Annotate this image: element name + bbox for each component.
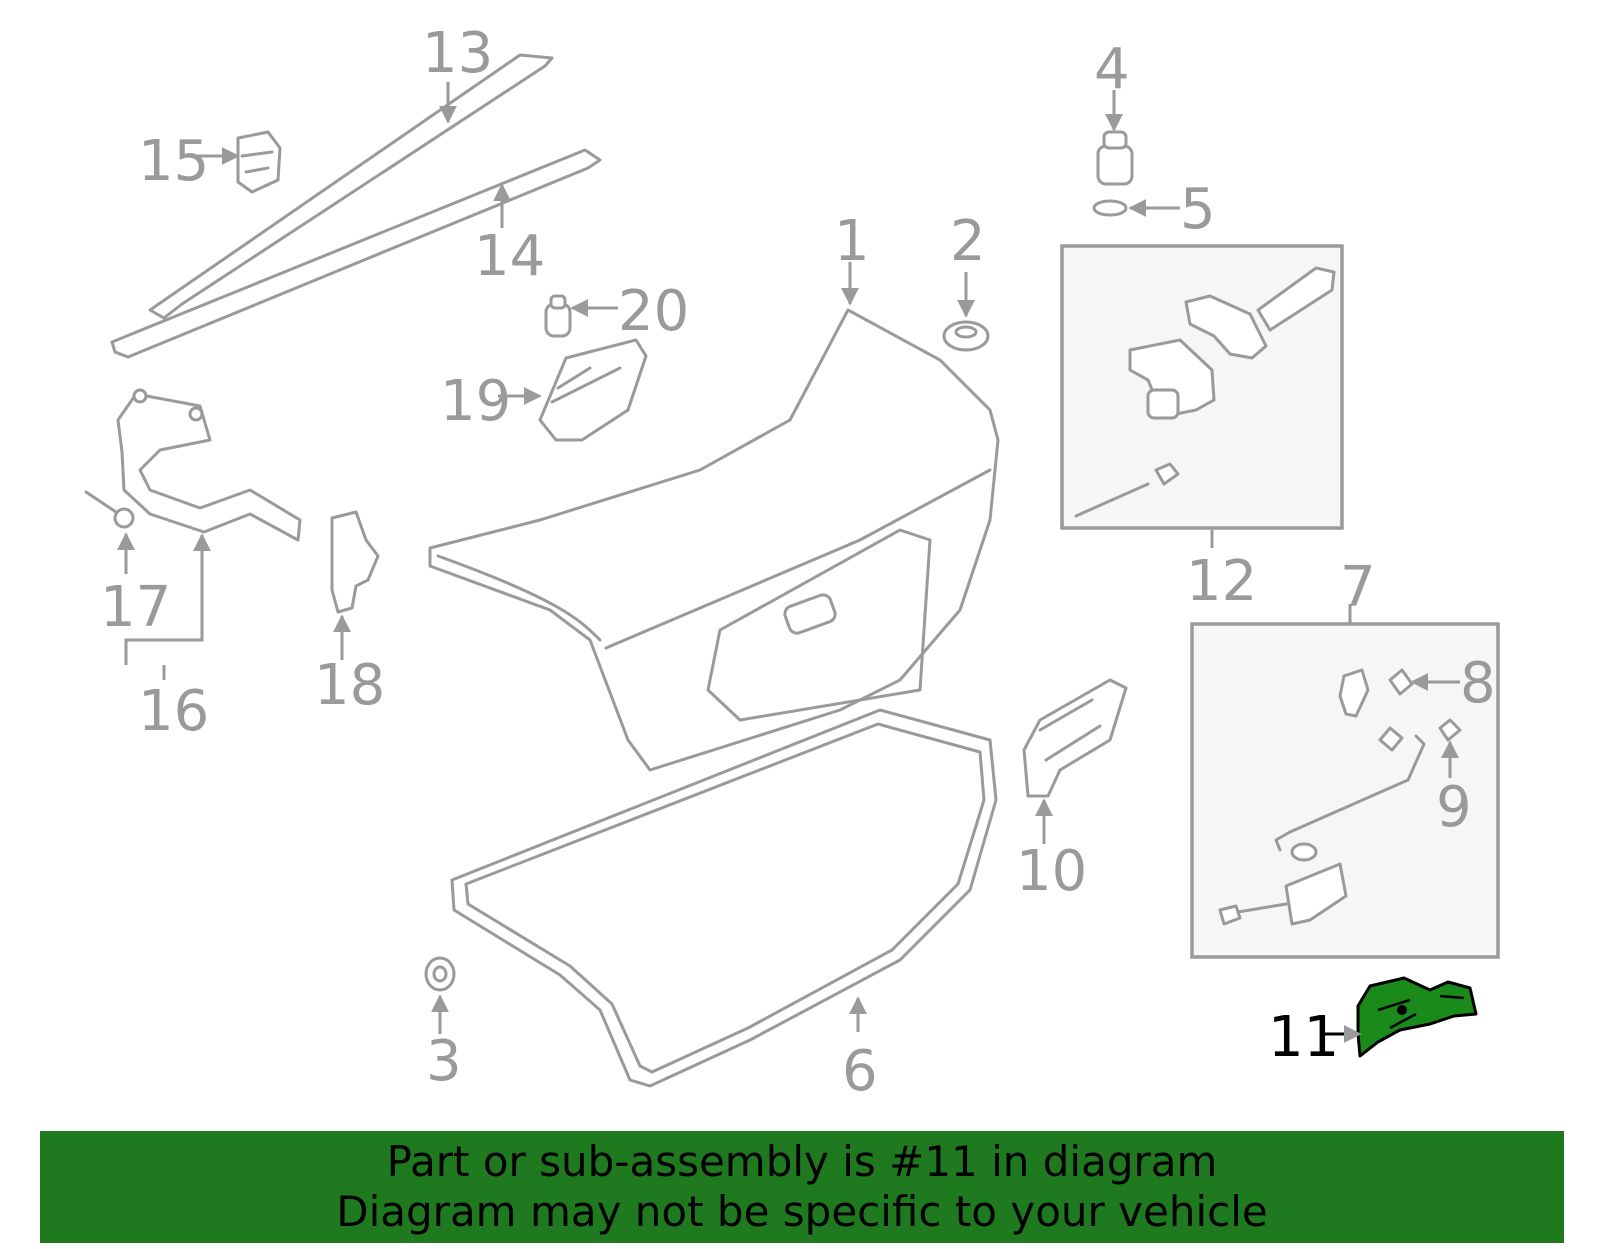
- callout-5: 5: [1180, 177, 1216, 242]
- banner-line-1: Part or sub-assembly is #11 in diagram: [386, 1137, 1218, 1186]
- part-4-cap[interactable]: [1096, 130, 1134, 186]
- callout-8: 8: [1460, 651, 1496, 716]
- part-12-lock-cylinder-box[interactable]: [1060, 244, 1344, 530]
- part-2-plug[interactable]: [942, 320, 990, 352]
- callout-6: 6: [842, 1039, 878, 1104]
- callout-7: 7: [1340, 555, 1376, 620]
- info-banner: Part or sub-assembly is #11 in diagram D…: [40, 1131, 1564, 1243]
- callout-19: 19: [440, 369, 511, 434]
- leader-16: [124, 533, 211, 665]
- part-5-ring[interactable]: [1092, 199, 1128, 217]
- callout-2: 2: [950, 209, 986, 274]
- callout-15: 15: [138, 129, 209, 194]
- callout-17: 17: [100, 575, 171, 640]
- part-3-nut[interactable]: [424, 956, 456, 992]
- callout-16: 16: [138, 679, 209, 744]
- part-19-lamp[interactable]: [538, 338, 648, 442]
- part-14-rod[interactable]: [110, 148, 602, 359]
- part-20-bulb[interactable]: [544, 294, 572, 338]
- callout-4: 4: [1094, 37, 1130, 102]
- callout-13: 13: [422, 21, 493, 86]
- callout-14: 14: [474, 224, 545, 289]
- callout-12: 12: [1186, 549, 1257, 614]
- callout-18: 18: [314, 653, 385, 718]
- part-10-cover[interactable]: [1022, 678, 1128, 798]
- callout-1: 1: [834, 209, 870, 274]
- callout-11: 11: [1268, 1005, 1339, 1070]
- part-16-hinge[interactable]: [116, 388, 302, 542]
- part-13-support-rod[interactable]: [148, 53, 554, 320]
- part-15-clip[interactable]: [236, 130, 282, 194]
- part-6-weatherstrip[interactable]: [450, 708, 998, 1088]
- part-11-trunk-latch-highlighted[interactable]: [1356, 976, 1478, 1058]
- callout-3: 3: [426, 1029, 462, 1094]
- callout-10: 10: [1016, 839, 1087, 904]
- part-7-latch-assembly-box[interactable]: [1190, 622, 1500, 959]
- banner-line-2: Diagram may not be specific to your vehi…: [336, 1187, 1268, 1236]
- part-17-bolt[interactable]: [84, 490, 135, 529]
- callout-9: 9: [1436, 775, 1472, 840]
- callout-20: 20: [618, 279, 689, 344]
- part-1-trunk-lid[interactable]: [428, 308, 1000, 772]
- part-18-striker[interactable]: [330, 510, 380, 614]
